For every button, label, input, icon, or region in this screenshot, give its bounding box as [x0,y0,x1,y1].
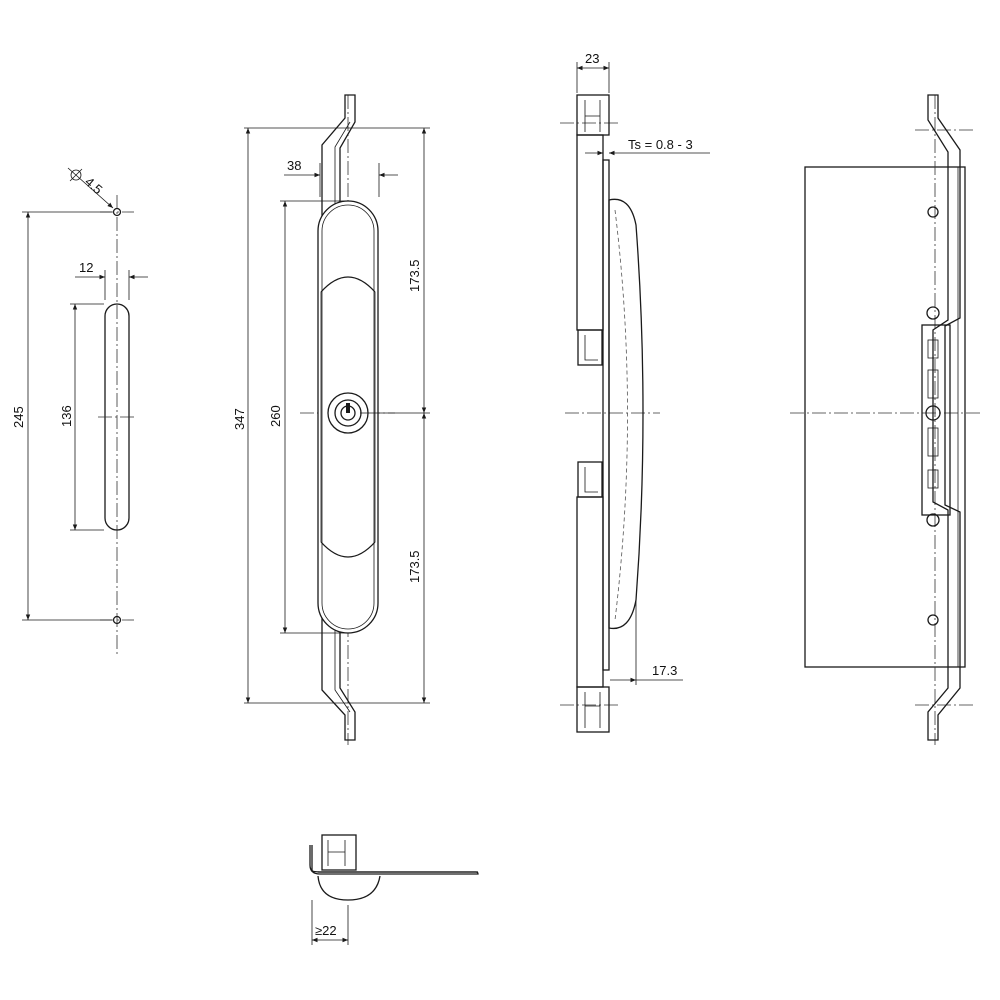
lower-rivet [926,513,940,527]
cam-pivot [925,405,941,421]
grip-recess-upper [320,276,376,293]
cutout-template-view: 4.5 245 136 12 [11,167,148,655]
side-view: 23 Ts = 0.8 - 3 17.3 [560,51,710,733]
door-sheet [602,159,610,671]
upper-half-label: 173.5 [407,259,422,292]
upper-mount-screw [927,206,939,218]
top-view: ≥22 [309,834,479,945]
lower-half-label: 173.5 [407,550,422,583]
slot-width-label: 12 [79,260,93,275]
hole-diameter-label: 4.5 [82,174,105,197]
overall-length-label: 347 [232,408,247,430]
handle-length-label: 260 [268,405,283,427]
upper-rivet [926,306,940,320]
projection-label: 17.3 [652,663,677,678]
sheet-thickness-label: Ts = 0.8 - 3 [628,137,693,152]
grip-recess-lower [320,541,376,558]
handle-grip [317,200,379,634]
clearance-label: ≥22 [315,923,337,938]
lower-latch-block [576,686,610,733]
locking-rod-body [321,94,356,741]
diameter-leader [67,167,114,209]
slot-length-label: 136 [59,405,74,427]
front-view: 347 260 173.5 173.5 38 [232,94,430,745]
side-depth-label: 23 [585,51,599,66]
door-panel [804,166,966,668]
top-view-latch [321,834,357,871]
top-view-handle [317,875,381,901]
upper-guide [577,329,603,366]
upper-latch-block [576,94,610,136]
handle-width-label: 38 [287,158,301,173]
rear-view [790,94,980,745]
rear-locking-rod [927,94,961,741]
lower-mount-screw [927,614,939,626]
handle-profile [608,198,644,630]
hole-spacing-label: 245 [11,406,26,428]
keyhole-icon [346,403,350,413]
